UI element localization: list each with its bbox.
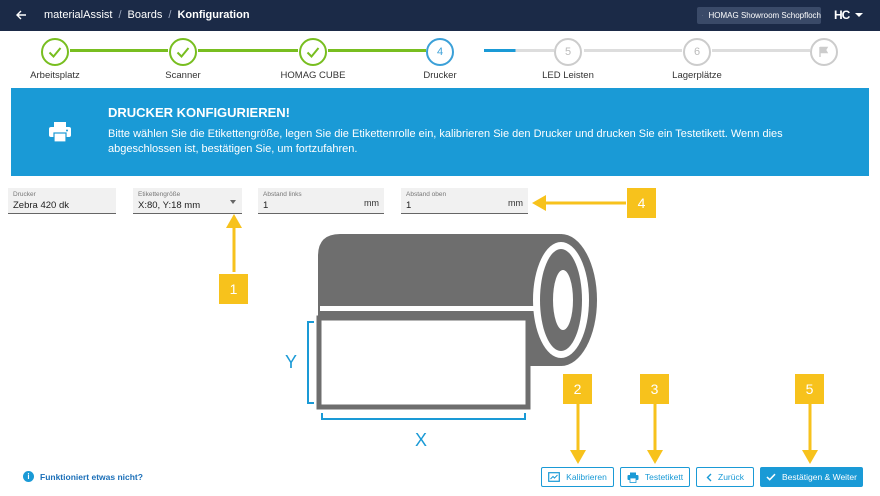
chevron-left-icon [706,473,712,481]
back-arrow-icon[interactable] [14,8,28,22]
breadcrumb-boards[interactable]: Boards [127,9,163,21]
field-value: X:80, Y:18 mm [138,200,201,211]
field-value: Zebra 420 dk [13,200,69,211]
callout-2: 2 [563,374,592,404]
step-scanner[interactable]: Scanner [123,38,243,81]
printer-icon [627,472,639,483]
field-label: Drucker [13,191,36,198]
check-icon [766,473,776,481]
breadcrumb: materialAssist / Boards / Konfiguration [44,9,250,21]
breadcrumb-separator: / [118,9,122,21]
step-circle [169,38,197,66]
roll-highlight [320,306,540,311]
step-label: Scanner [165,70,201,81]
confirm-label: Bestätigen & Weiter [782,472,857,482]
y-dimension [307,321,314,404]
step-connector [484,49,554,52]
offset-top-input[interactable]: Abstand oben 1 mm [401,188,528,214]
step-circle: 4 [426,38,454,66]
step-finish[interactable] [764,38,880,70]
y-axis-label: Y [285,352,297,372]
callout-1: 1 [219,274,248,304]
back-button[interactable]: Zurück [696,467,754,487]
label-size-select[interactable]: Etikettengröße X:80, Y:18 mm [133,188,242,214]
callout-4: 4 [627,188,656,218]
banner-title: DRUCKER KONFIGURIEREN! [108,105,290,120]
step-connector [712,49,810,52]
roll-core-hole [553,270,573,330]
step-connector [198,49,298,52]
help-text: Funktioniert etwas nicht? [40,471,143,482]
step-label: HOMAG CUBE [280,70,346,81]
test-label-button[interactable]: Testetikett [620,467,690,487]
breadcrumb-current: Konfiguration [177,9,250,21]
step-lagerplaetze[interactable]: 6 Lagerplätze [637,38,757,81]
step-circle [810,38,838,66]
step-circle [299,38,327,66]
chevron-down-icon [855,13,864,17]
flag-icon [819,46,829,57]
calibrate-label: Kalibrieren [566,472,607,482]
check-icon [176,47,190,58]
brand-menu[interactable]: HC [834,8,864,22]
step-drucker[interactable]: 4 Drucker [380,38,500,81]
step-connector [328,49,426,52]
step-label: LED Leisten [542,70,594,81]
field-label: Etikettengröße [138,191,181,198]
step-arbeitsplatz[interactable]: Arbeitsplatz [0,38,115,81]
printer-icon [49,122,71,143]
printer-select[interactable]: Drucker Zebra 420 dk [8,188,116,214]
step-connector [584,49,682,52]
field-label: Abstand links [263,191,302,198]
step-circle [41,38,69,66]
calibrate-icon [548,472,561,482]
label-sheet [316,315,531,410]
dropdown-arrow-icon [230,200,236,204]
step-label: Drucker [423,70,457,81]
banner-text: Bitte wählen Sie die Etikettengröße, leg… [108,128,783,155]
x-dimension [321,413,526,420]
test-label-label: Testetikett [644,472,684,482]
offset-left-input[interactable]: Abstand links 1 mm [258,188,384,214]
help-link[interactable]: i Funktioniert etwas nicht? [23,471,143,482]
step-label: Arbeitsplatz [30,70,80,81]
check-icon [306,47,320,58]
confirm-continue-button[interactable]: Bestätigen & Weiter [760,467,863,487]
location-button[interactable]: HOMAG Showroom Schopfloch [697,7,821,24]
step-circle: 5 [554,38,582,66]
step-connector [70,49,168,52]
breadcrumb-separator: / [168,9,172,21]
callout-5: 5 [795,374,824,404]
step-label: Lagerplätze [672,70,722,81]
calibrate-button[interactable]: Kalibrieren [541,467,614,487]
top-bar: materialAssist / Boards / Konfiguration … [0,0,880,31]
x-axis-label: X [415,430,427,450]
app-name[interactable]: materialAssist [44,9,113,21]
info-banner: DRUCKER KONFIGURIEREN! Bitte wählen Sie … [11,88,869,176]
step-homag-cube[interactable]: HOMAG CUBE [253,38,373,81]
field-value: 1 [406,200,412,211]
info-icon: i [23,471,34,482]
location-label: HOMAG Showroom Schopfloch [708,11,822,20]
brand-logo: HC [834,8,850,22]
field-value: 1 [263,200,269,211]
check-icon [48,47,62,58]
building-icon [702,15,703,16]
unit-label: mm [508,198,523,208]
unit-label: mm [364,198,379,208]
field-label: Abstand oben [406,191,447,198]
step-led-leisten[interactable]: 5 LED Leisten [508,38,628,81]
step-circle: 6 [683,38,711,66]
callout-3: 3 [640,374,669,404]
callout-arrows [226,195,818,464]
back-label: Zurück [718,472,744,482]
